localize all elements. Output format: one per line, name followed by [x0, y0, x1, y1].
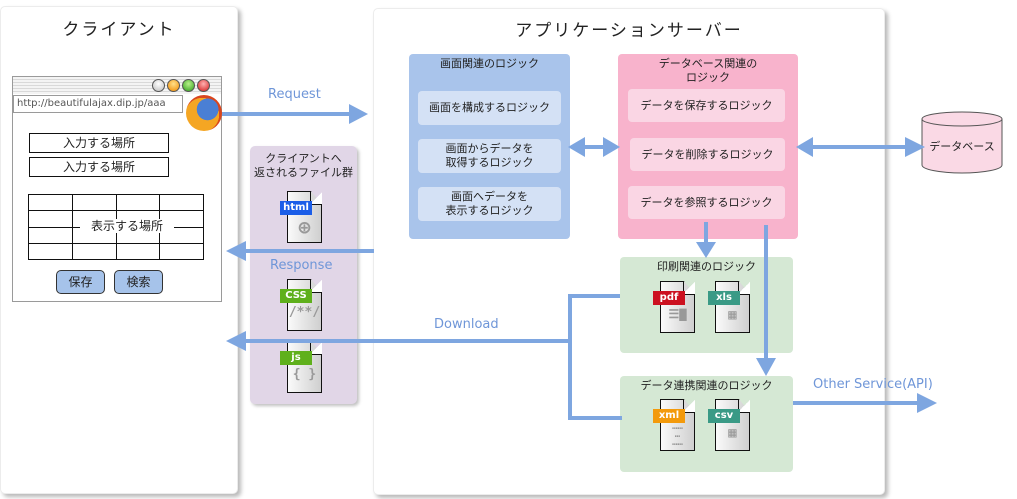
- client-title: クライアント: [62, 20, 176, 40]
- spreadsheet-grid-glyph: ▦: [728, 425, 737, 441]
- database-logic-title-line1: データベース関連の: [658, 57, 758, 70]
- returned-files-title: クライアントへ 返されるファイル群: [250, 152, 357, 180]
- css-file-icon: CSS /**/: [280, 279, 322, 331]
- css-file-tag: CSS: [280, 289, 312, 303]
- input-field-1[interactable]: 入力する場所: [29, 133, 169, 153]
- zoom-button-icon[interactable]: [152, 79, 165, 92]
- database-icon: [921, 111, 1003, 174]
- db-to-print-arrowhead: [696, 242, 716, 258]
- request-arrowhead: [349, 104, 368, 124]
- screen-db-arrowhead-left: [568, 137, 585, 157]
- css-comment-glyph: /**/: [288, 305, 321, 320]
- input-field-2[interactable]: 入力する場所: [29, 157, 169, 177]
- server-title: アプリケーションサーバー: [515, 21, 743, 41]
- screen-logic-item-display: 画面へデータを 表示するロジック: [418, 187, 561, 221]
- request-label: Request: [268, 87, 321, 102]
- document-lines-glyph: ☰▇: [668, 307, 687, 321]
- maximize-button-icon[interactable]: [182, 79, 195, 92]
- save-button[interactable]: 保存: [56, 270, 105, 294]
- db-logic-item-save: データを保存するロジック: [628, 89, 785, 122]
- other-service-label: Other Service(API): [813, 377, 933, 392]
- screen-logic-title: 画面関連のロジック: [440, 57, 539, 70]
- xml-file-icon: xml ⋯⋯⋯⋯⋯: [653, 399, 695, 451]
- database-cylinder: データベース: [920, 110, 1004, 174]
- minimize-button-icon[interactable]: [167, 79, 180, 92]
- response-arrowhead: [226, 241, 246, 261]
- screen-logic-item-acquire-line2: 取得するロジック: [445, 156, 534, 169]
- csv-file-tag: csv: [708, 409, 740, 423]
- xml-file-tag: xml: [653, 409, 685, 423]
- database-logic-title-line2: ロジック: [686, 71, 730, 84]
- db-database-arrowhead-left: [796, 137, 813, 157]
- html-file-tag: html: [280, 201, 312, 215]
- pdf-file-tag: pdf: [653, 291, 685, 305]
- database-logic-box: データベース関連の ロジック データを保存するロジック データを削除するロジック…: [618, 54, 798, 239]
- db-database-arrowhead-right: [905, 137, 925, 157]
- screen-logic-item-display-line2: 表示するロジック: [445, 204, 534, 217]
- print-logic-title: 印刷関連のロジック: [657, 260, 756, 273]
- js-file-tag: js: [280, 351, 312, 365]
- screen-logic-item-compose: 画面を構成するロジック: [418, 91, 561, 125]
- globe-icon: ⊕: [298, 215, 311, 239]
- js-braces-glyph: { }: [292, 367, 317, 382]
- db-logic-item-delete: データを削除するロジック: [630, 138, 785, 171]
- firefox-icon: [186, 95, 222, 131]
- search-button[interactable]: 検索: [114, 270, 163, 294]
- screen-logic-item-compose-label: 画面を構成するロジック: [429, 101, 550, 114]
- response-label: Response: [270, 258, 333, 273]
- other-service-arrowhead: [917, 393, 937, 413]
- data-lines-glyph: ⋯⋯⋯⋯⋯: [672, 424, 683, 450]
- xls-file-tag: xls: [708, 291, 740, 305]
- database-label: データベース: [929, 140, 995, 153]
- returned-files-title-line1: クライアントへ: [265, 152, 342, 165]
- download-label: Download: [434, 317, 499, 332]
- display-area-label: 表示する場所: [80, 219, 174, 233]
- address-bar[interactable]: http://beautifulajax.dip.jp/aaa: [13, 95, 183, 113]
- download-branch-line: [568, 294, 622, 420]
- pdf-file-icon: pdf ☰▇: [653, 281, 695, 333]
- integration-logic-box: データ連携関連のロジック xml ⋯⋯⋯⋯⋯ csv ▦: [620, 376, 793, 472]
- spreadsheet-grid-glyph: ▦: [728, 307, 737, 323]
- browser-titlebar: [13, 77, 221, 94]
- csv-file-icon: csv ▦: [708, 399, 750, 451]
- download-arrowhead: [226, 331, 246, 351]
- screen-logic-item-acquire: 画面からデータを 取得するロジック: [418, 139, 561, 173]
- screen-logic-box: 画面関連のロジック 画面を構成するロジック 画面からデータを 取得するロジック …: [409, 54, 570, 239]
- database-logic-title: データベース関連の ロジック: [618, 57, 798, 85]
- db-logic-item-reference: データを参照するロジック: [628, 186, 785, 219]
- screen-logic-item-display-line1: 画面へデータを: [451, 190, 528, 203]
- db-to-integration-arrowhead: [756, 358, 776, 376]
- html-file-icon: html ⊕: [280, 191, 322, 243]
- integration-logic-title: データ連携関連のロジック: [640, 379, 773, 392]
- screen-logic-item-acquire-line1: 画面からデータを: [445, 142, 534, 155]
- close-button-icon[interactable]: [197, 79, 210, 92]
- returned-files-title-line2: 返されるファイル群: [254, 166, 353, 179]
- js-file-icon: js { }: [280, 341, 322, 393]
- screen-db-arrowhead-right: [603, 137, 620, 157]
- browser-window: http://beautifulajax.dip.jp/aaa 入力する場所 入…: [12, 76, 222, 302]
- returned-files-panel: クライアントへ 返されるファイル群 html ⊕ CSS /**/ js { }: [250, 146, 357, 404]
- xls-file-icon: xls ▦: [708, 281, 750, 333]
